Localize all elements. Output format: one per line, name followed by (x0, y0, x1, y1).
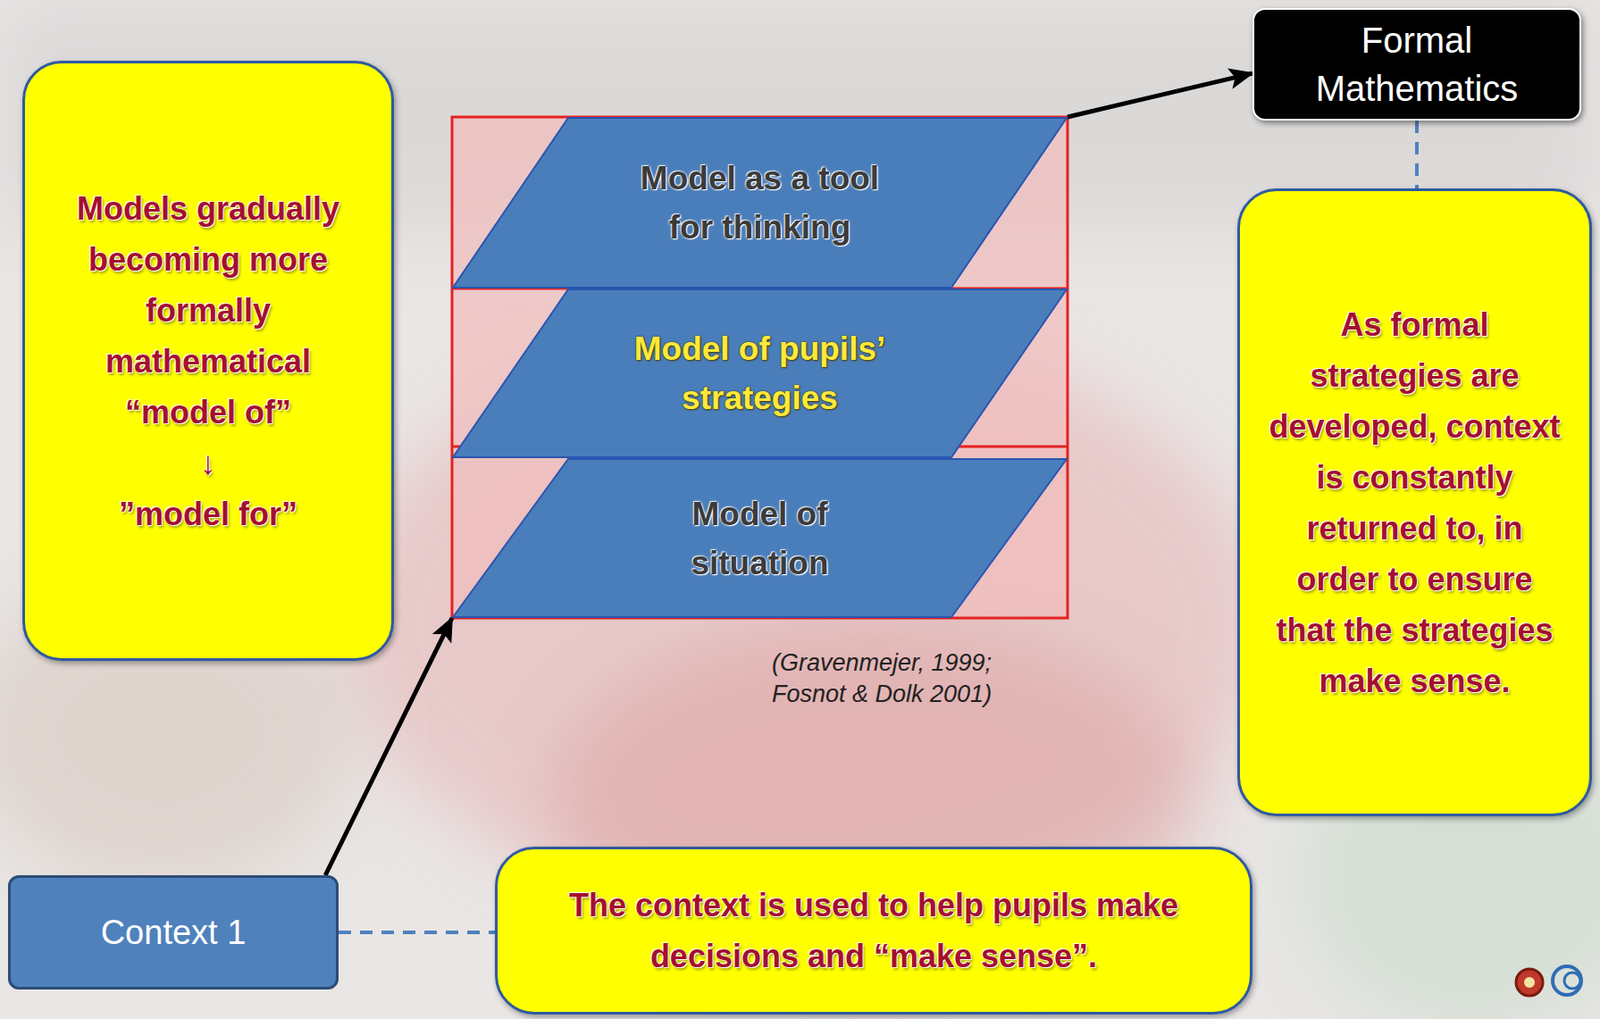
arrow-connector (1067, 73, 1253, 118)
node-text: Model of pupils’ strategies (626, 324, 895, 423)
parallelogram-fill (452, 289, 1067, 458)
node-text: “model of” (60, 386, 356, 438)
text-block: Context 1 (25, 911, 321, 955)
node-text: ”model for” (60, 488, 356, 540)
logo-ring (1552, 966, 1582, 996)
model-level-band: Model as a tool for thinking (452, 117, 1068, 289)
note-callout: As formal strategies are developed, cont… (1237, 188, 1592, 817)
logo (1516, 966, 1582, 997)
text-block: As formal strategies are developed, cont… (1267, 299, 1563, 707)
node-text: ↓ (60, 437, 356, 489)
text-block: Model of situation (626, 489, 895, 588)
logo-gear-hub (1524, 977, 1535, 989)
dashed-link (338, 930, 495, 935)
parallelogram-fill (452, 459, 1067, 618)
text-block: Model as a tool for thinking (626, 153, 895, 252)
citation-note: (Gravenmejer, 1999; Fosnot & Dolk 2001) (771, 647, 1049, 711)
context-box: Context 1 (8, 875, 339, 990)
node-text: Model as a tool for thinking (626, 153, 895, 252)
dashed-link (1415, 120, 1419, 189)
node-text: Context 1 (25, 911, 321, 955)
text-block: Formal Mathematics (1282, 16, 1551, 113)
node-text: Models gradually becoming more formally … (60, 183, 356, 387)
note-callout: The context is used to help pupils make … (494, 846, 1253, 1015)
node-text: Model of situation (626, 489, 895, 588)
goal-box: Formal Mathematics (1252, 8, 1582, 121)
logo-gear (1516, 969, 1543, 997)
parallelogram-outline (452, 288, 1068, 459)
logo-ring (1564, 972, 1581, 989)
parallelogram-fill (452, 117, 1067, 288)
note-callout: Models gradually becoming more formally … (22, 60, 394, 662)
node-text: The context is used to help pupils make … (529, 879, 1218, 982)
node-text: Formal Mathematics (1282, 16, 1551, 113)
parallelogram-outline (452, 117, 1068, 289)
node-text: As formal strategies are developed, cont… (1267, 299, 1563, 707)
model-level-band: Model of situation (452, 458, 1068, 619)
model-frame (452, 117, 1068, 619)
model-level-band: Model of pupils’ strategies (452, 288, 1068, 459)
text-block: Models gradually becoming more formally … (60, 183, 356, 540)
text-block: The context is used to help pupils make … (529, 879, 1218, 982)
parallelogram-outline (452, 458, 1068, 619)
text-block: Model of pupils’ strategies (626, 324, 895, 423)
